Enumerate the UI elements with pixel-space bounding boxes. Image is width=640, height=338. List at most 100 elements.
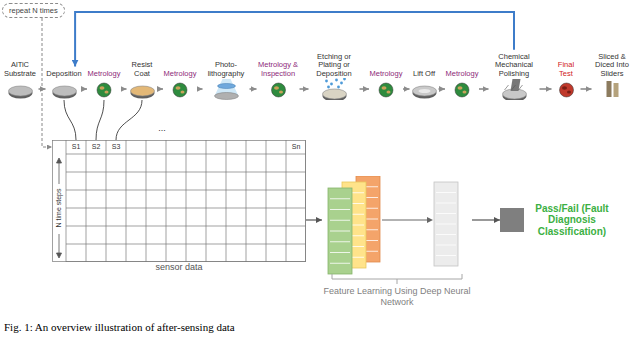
grid-line [66,261,306,262]
globe-patch [567,91,571,94]
step-box: Photo-lithography [203,58,250,100]
connector [403,88,410,90]
globe [97,83,111,97]
connector [158,88,164,90]
node-text: Metrology [163,70,197,78]
layer-link-head [427,217,433,223]
step-icon [2,78,39,100]
grey-layer-cell [436,203,456,204]
connector [42,18,52,147]
green-layer-cell [330,220,350,221]
grey-layer-cell [436,234,456,235]
node-text: Resist Coat [127,61,158,78]
grid-line [66,208,306,209]
column-label: Sn [291,143,302,151]
grey-layer-cell [436,192,456,193]
globe-patch [562,86,567,90]
node-text: sensor data [52,262,306,273]
time-arrow [59,162,60,184]
step-icon [257,78,300,100]
drop [337,86,340,89]
globe [173,83,187,97]
grid-line [66,154,306,155]
step-icon [552,78,581,100]
connector [83,88,88,90]
step-box: Metrology [87,67,121,100]
grey-layer-cell [436,213,456,214]
green-layer-cell [330,231,350,232]
drop [343,78,346,80]
step-icon [309,78,360,100]
step-icon [592,78,633,100]
wafer-top [8,86,32,96]
green-layer-cell [330,241,350,242]
wafer-top [322,89,346,99]
node-text: Final Test [552,61,581,78]
connector [439,88,446,90]
connector [75,12,514,67]
green-layer [328,188,352,274]
wafer-top [214,93,238,100]
time-arrow-head [57,253,62,258]
output-box: Pass/Fail (Fault Diagnosis Classificatio… [500,203,614,238]
step-icon [163,78,197,100]
output-square [500,208,524,232]
globe-patch [279,91,283,94]
step-box: Sliced & Diced Into Sliders [592,50,633,100]
wafer-mark [418,89,430,93]
connector [306,219,322,220]
column-label: S3 [111,143,122,151]
node-text: Metrology [87,70,121,78]
globe-patch [105,91,109,94]
globe-patch [176,86,181,90]
globe [455,83,469,97]
bracket [332,274,462,284]
globe-patch [274,86,279,90]
drop [325,80,328,83]
grey-layer-cell [436,224,456,225]
grey-layer-cell [436,245,456,246]
step-icon [203,78,250,100]
globe [271,83,285,97]
globe [559,83,573,97]
grid-lines [53,140,307,262]
wafer-top [412,86,436,96]
connector [540,88,552,90]
column-label: ... [157,124,167,134]
grid-line [66,190,306,191]
drop [340,82,343,85]
node-text: Feature Learning Using Deep Neural Netwo… [322,286,472,308]
step-icon [46,78,83,100]
time-arrow [59,234,60,254]
slider [613,83,618,97]
connector [250,88,257,90]
figure-caption: Fig. 1: An overview illustration of afte… [4,321,235,333]
time-arrow-head [57,158,62,163]
step-box: AlTiC Substrate [2,58,39,100]
node-text: Deposition [46,70,83,78]
network-box: Feature Learning Using Deep Neural Netwo… [322,176,472,308]
node-text: Metrology [445,70,479,78]
step-icon [489,78,540,100]
node-text: AlTiC Substrate [2,61,39,78]
globe-patch [382,86,387,90]
polish-line [511,85,515,90]
node-text: Etching or Plating or Deposition [309,53,360,78]
step-box: Deposition [46,67,83,100]
grey-layer [434,182,458,266]
step-icon [445,78,479,100]
wafer-top [52,86,76,96]
node-text: Sliced & Diced Into Sliders [592,53,633,78]
node-text: repeat N times [9,6,58,15]
globe-patch [181,91,185,94]
step-box: Metrology [369,67,403,100]
connector [121,88,127,90]
axis-label: N time steps [55,188,63,229]
grid-line [66,172,306,173]
drop [327,86,330,89]
green-layer-cell [330,209,350,210]
globe-patch [100,86,105,90]
connector [116,100,142,140]
step-box: Final Test [552,58,581,100]
grid-line [66,226,306,227]
